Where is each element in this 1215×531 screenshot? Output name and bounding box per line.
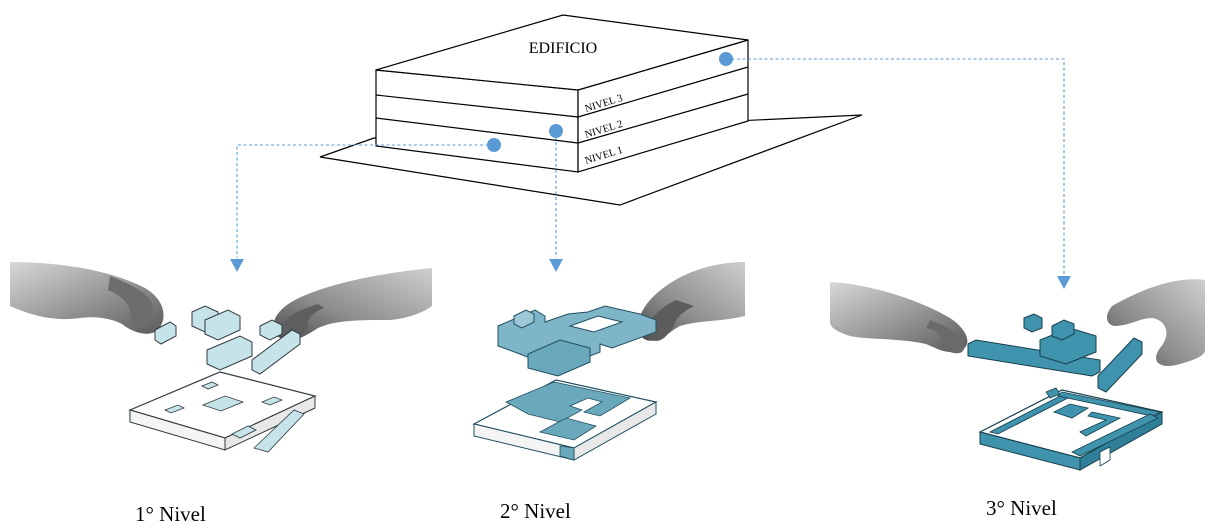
floor-hole bbox=[253, 409, 305, 453]
floating-block bbox=[527, 339, 591, 377]
connectors bbox=[236, 58, 1065, 275]
floor-wall bbox=[1079, 411, 1122, 437]
arrow-head-level-1 bbox=[230, 259, 244, 272]
floor-hole bbox=[231, 425, 257, 439]
arrow-head-level-2 bbox=[549, 259, 563, 272]
floating-block bbox=[206, 335, 253, 371]
level-divider bbox=[577, 93, 749, 144]
left-hand-illustration bbox=[10, 262, 164, 334]
arrow-head-level-3 bbox=[1057, 276, 1071, 289]
right-hand-illustration bbox=[273, 268, 432, 341]
slab-white-end bbox=[1099, 446, 1111, 467]
floating-block bbox=[251, 329, 301, 375]
connector-line-level-1 bbox=[236, 144, 494, 258]
floor-hole bbox=[260, 396, 284, 406]
right-finger bbox=[647, 300, 694, 341]
floor-hole bbox=[201, 381, 219, 390]
floor-block bbox=[1045, 387, 1061, 399]
courtyard-opening bbox=[568, 315, 624, 333]
level-2-illustration bbox=[472, 262, 745, 461]
left-hand-illustration bbox=[830, 282, 968, 353]
building-roof bbox=[375, 14, 749, 91]
level-divider bbox=[375, 117, 579, 144]
caption-level-1: 1° Nivel bbox=[135, 502, 206, 526]
floating-block bbox=[1097, 337, 1143, 393]
floor-fill bbox=[505, 381, 632, 423]
floor-fill bbox=[538, 417, 597, 441]
connector-dot-level-2 bbox=[549, 124, 563, 138]
floating-wall bbox=[967, 339, 1101, 377]
connector-dot-level-3 bbox=[719, 52, 733, 66]
floor-fill bbox=[559, 445, 575, 461]
level-divider bbox=[577, 66, 749, 118]
floating-block bbox=[1051, 319, 1075, 341]
floating-block bbox=[513, 309, 535, 329]
floating-block bbox=[154, 321, 177, 345]
floor-block bbox=[1052, 403, 1090, 419]
connector-dot-level-1 bbox=[487, 138, 501, 152]
level-1-slab-edge bbox=[224, 395, 316, 451]
building-diagram: EDIFICIO NIVEL 3 NIVEL 2 NIVEL 1 bbox=[319, 14, 863, 206]
left-finger bbox=[926, 320, 966, 354]
floor-wall bbox=[1071, 413, 1159, 457]
left-finger bbox=[108, 276, 154, 328]
floating-block bbox=[1023, 313, 1043, 333]
floating-block bbox=[259, 319, 283, 341]
level-3-illustration bbox=[830, 279, 1205, 471]
level-divider bbox=[375, 94, 579, 118]
right-hand-illustration bbox=[1106, 279, 1205, 367]
floating-block bbox=[204, 309, 241, 341]
connector-endpoints bbox=[230, 52, 1071, 289]
caption-level-2: 2° Nivel bbox=[500, 499, 571, 523]
connector-line-level-3 bbox=[726, 58, 1065, 275]
level-1-illustration bbox=[10, 262, 432, 453]
floor-hole bbox=[164, 404, 185, 414]
building-title: EDIFICIO bbox=[529, 40, 597, 57]
caption-level-3: 3° Nivel bbox=[986, 496, 1057, 520]
floor-hole bbox=[201, 395, 245, 412]
